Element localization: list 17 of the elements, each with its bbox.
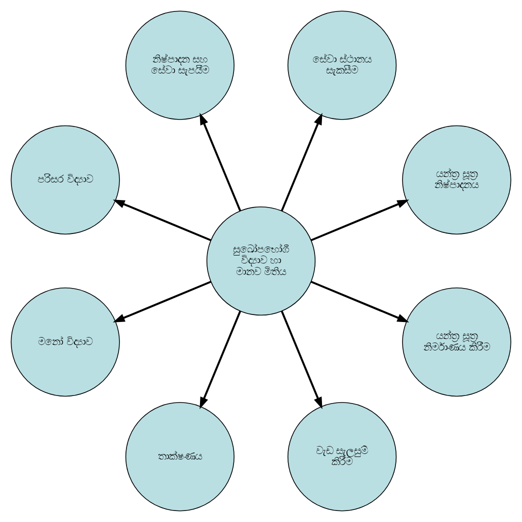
arrow [112,280,212,322]
node-circle: යන්ත්‍ර සූත්‍ර නිෂ්පාදනය [402,125,512,234]
node-circle: නිෂ්පාදන සහ සේවා සැපයීම [125,10,234,120]
node-circle: මනෝ විද්‍යාව [10,288,120,397]
arrow [280,112,322,212]
node-circle: වැඩ සැලසුම් කිරීම [288,402,397,512]
node-circle: යන්ත්‍ර සූත්‍ර නිර්මාණය කිරීම [402,288,512,397]
node-circle: පරිසර විද්‍යාව [10,125,120,234]
arrow [200,310,242,410]
arrow [310,200,410,242]
arrow [200,112,242,212]
arrow [112,200,212,242]
node-circle: සුඛෝපභෝගී විද්‍යාව හා මානව මිතිය [206,206,316,316]
node-circle: සේවා ස්ථානය සැකසීම [288,10,397,120]
arrow [310,280,410,322]
arrow [280,310,322,410]
node-circle: තාක්ෂණය [125,402,234,512]
